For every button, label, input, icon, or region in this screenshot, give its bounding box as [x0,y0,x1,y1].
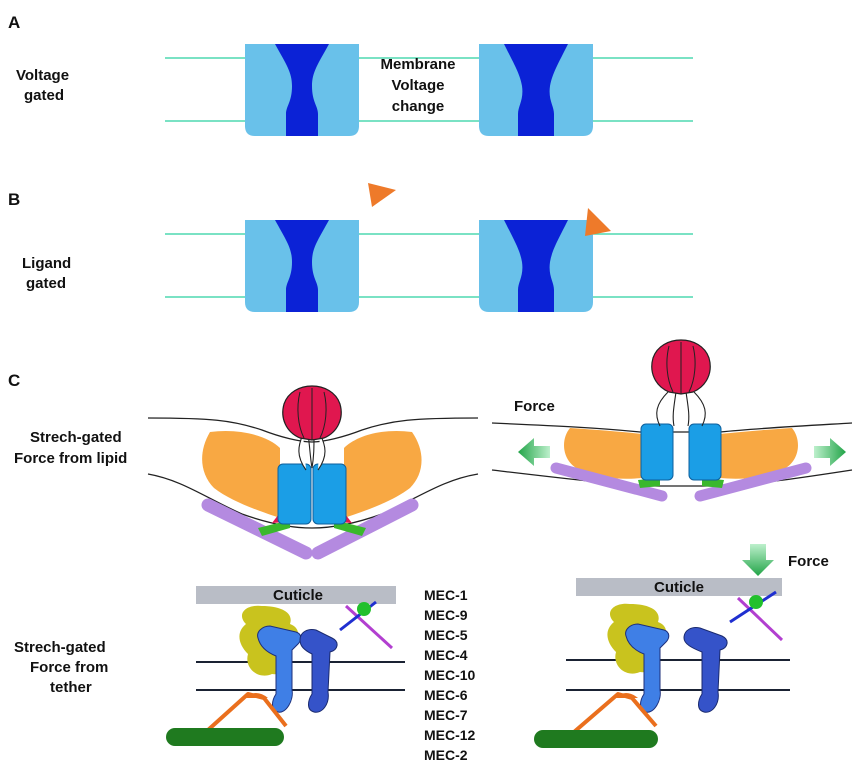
panel-c: C Strech-gated Force from lipid Forc [8,340,852,762]
force-arrow-left-icon [518,438,550,466]
membrane-voltage-change-line-1: Membrane [380,56,455,73]
channel-linker [657,392,706,426]
ligand-gated-label-line-1: Ligand [22,255,71,272]
voltage-gated-label-line-1: Voltage [16,67,69,84]
tether-complex-right: Force Cuticle [534,544,829,748]
mec-1-node [357,602,371,616]
legend-mec-7: MEC-7 [424,707,468,723]
lipid-bilayer-stretched: Force [492,340,852,496]
ion-channel-open [479,44,593,136]
legend-mec-10: MEC-10 [424,667,476,683]
legend-mec-12: MEC-12 [424,727,476,743]
panel-c-letter: C [8,371,20,390]
panel-b-letter: B [8,190,20,209]
lipid-label-line-1: Strech-gated [30,429,122,446]
legend-mec-9: MEC-9 [424,607,468,623]
legend-mec-6: MEC-6 [424,687,468,703]
lipid-bilayer-curved [148,386,478,553]
ligand-triangle-free [368,183,396,207]
tether-label-line-2: Force from [30,659,108,676]
panel-a: A Voltage gated Membrane Voltage change [8,13,693,136]
mec-1-node [749,595,763,609]
legend-mec-5: MEC-5 [424,627,468,643]
lipid-label-line-2: Force from lipid [14,450,127,467]
tether-label-line-1: Strech-gated [14,639,106,656]
ion-channel-closed [245,44,359,136]
panel-b: B Ligand gated [8,183,693,312]
mec-7-12-microtubule [166,728,284,746]
channel-subunit-left [641,424,673,480]
ion-channel-closed [245,220,359,312]
mec-legend: MEC-1 MEC-9 MEC-5 MEC-4 MEC-10 MEC-6 MEC… [424,587,476,762]
mec-7-12-microtubule [534,730,658,748]
ligand-triangle-bound [585,208,611,236]
red-extracellular-domain [652,340,710,394]
ion-channel-open [479,220,593,312]
legend-mec-1: MEC-1 [424,587,468,603]
panel-a-letter: A [8,13,20,32]
mec-4-subunit [684,627,727,712]
force-arrow-down-icon [742,544,774,576]
tether-label-line-3: tether [50,679,92,696]
channel-subunit-right [689,424,721,480]
force-arrow-right-icon [814,438,846,466]
mec-4-subunit [300,629,337,712]
force-label-tether: Force [788,553,829,570]
legend-mec-2: MEC-2 [424,747,468,762]
force-label-lipid: Force [514,398,555,415]
channel-subunit-right [313,464,346,524]
cuticle-label: Cuticle [273,587,323,604]
membrane-voltage-change-line-2: Voltage [391,77,444,94]
membrane-voltage-change-line-3: change [392,98,445,115]
channel-subunit-left [278,464,311,524]
red-extracellular-domain [283,386,341,440]
tether-complex-left: Cuticle [166,586,405,746]
voltage-gated-label-line-2: gated [24,87,64,104]
cuticle-label: Cuticle [654,579,704,596]
legend-mec-4: MEC-4 [424,647,468,663]
ligand-gated-label-line-2: gated [26,275,66,292]
